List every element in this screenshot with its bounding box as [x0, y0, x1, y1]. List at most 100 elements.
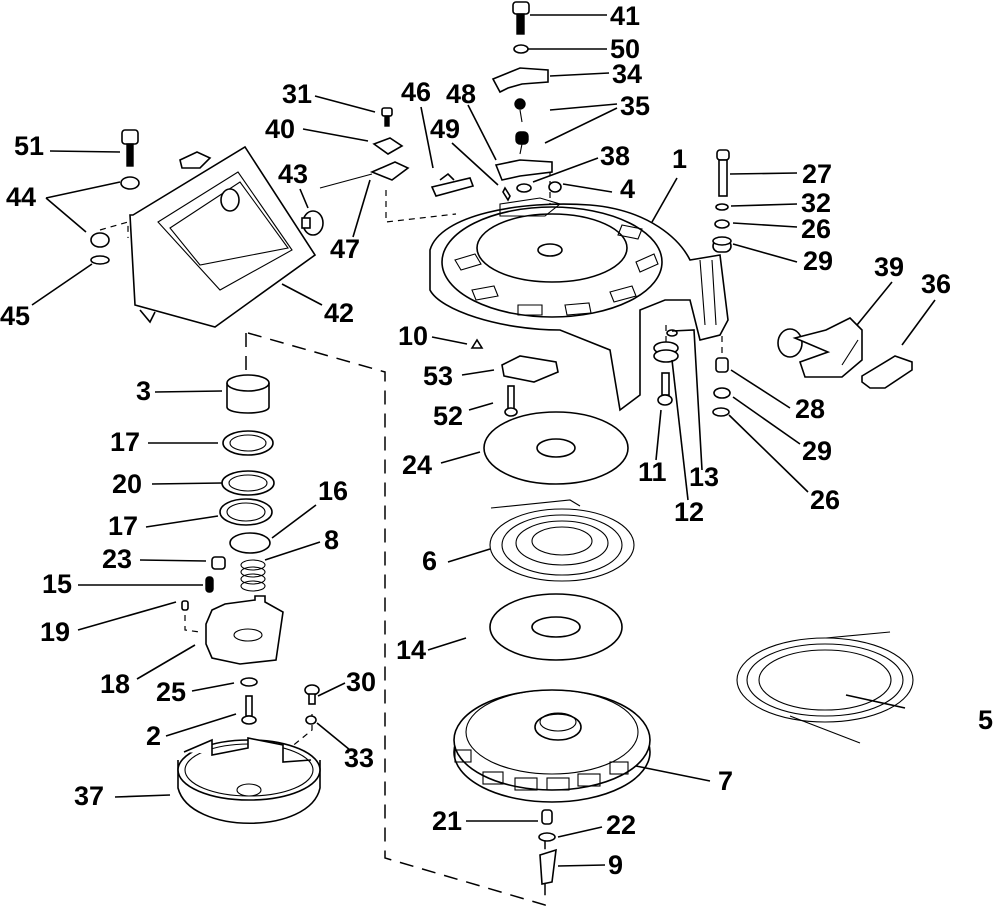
part-27-screw [716, 149, 730, 197]
callout-36: 36 [921, 269, 951, 299]
part-20-wave-washer [221, 470, 275, 496]
part-48-lever [494, 159, 553, 181]
part-12-roller [653, 341, 679, 363]
callout-1: 1 [672, 144, 687, 174]
part-44-grommets [90, 176, 140, 248]
callout-10: 10 [398, 321, 428, 351]
callout-29: 29 [803, 246, 833, 276]
callout-33: 33 [344, 743, 374, 773]
callout-29b: 29 [802, 436, 832, 466]
callout-22: 22 [606, 810, 636, 840]
callout-17b: 17 [108, 511, 138, 541]
callout-5: 5 [978, 705, 993, 735]
part-37-starter-cup [177, 737, 321, 824]
part-29b-grommet [713, 387, 731, 399]
callout-31: 31 [282, 79, 312, 109]
callout-17a: 17 [110, 427, 140, 457]
callout-45: 45 [0, 301, 30, 331]
callout-21: 21 [432, 806, 462, 836]
part-43-clip [301, 210, 324, 236]
callout-41: 41 [610, 1, 640, 31]
part-17b-washer [219, 498, 273, 526]
callout-48: 48 [446, 79, 476, 109]
part-35-springs [514, 98, 529, 155]
part-24-spring-plate [483, 411, 629, 485]
part-3-bushing [226, 374, 270, 414]
part-46-link [430, 172, 475, 197]
callout-24: 24 [402, 450, 432, 480]
part-41-screw [512, 1, 530, 35]
part-40-nut-clip [372, 137, 404, 155]
part-31-screw [381, 107, 393, 127]
callout-4: 4 [620, 174, 635, 204]
part-14-spring-plate [489, 593, 623, 661]
part-2-screw [241, 695, 257, 725]
callout-27: 27 [802, 159, 832, 189]
callout-39: 39 [874, 252, 904, 282]
part-50-washer [513, 44, 529, 54]
part-25-washer [240, 677, 258, 687]
callout-13: 13 [689, 462, 719, 492]
callout-32: 32 [801, 188, 831, 218]
part-51-screw [121, 129, 139, 167]
callout-23: 23 [102, 544, 132, 574]
part-1-housing [429, 197, 729, 412]
callout-25: 25 [156, 677, 186, 707]
part-53-rope-guide [501, 355, 559, 383]
callout-20: 20 [112, 469, 142, 499]
callout-42: 42 [324, 298, 354, 328]
callout-26b: 26 [810, 485, 840, 515]
part-49-pin [502, 186, 511, 202]
part-7-pulley [453, 689, 651, 803]
part-19-pin [181, 600, 189, 611]
part-9-lockout-cam [539, 848, 557, 885]
callout-2: 2 [146, 721, 161, 751]
callout-34: 34 [612, 59, 642, 89]
part-36-insert [861, 355, 913, 389]
callout-40: 40 [265, 114, 295, 144]
part-11-screw [657, 372, 673, 406]
part-6-rewind-spring [489, 499, 635, 582]
part-34-lever [491, 67, 549, 94]
callout-6: 6 [422, 546, 437, 576]
callout-46: 46 [401, 77, 431, 107]
part-22-washer [538, 832, 556, 842]
part-30-screw [304, 684, 320, 705]
callout-18: 18 [100, 669, 130, 699]
part-26-washer [714, 219, 730, 229]
callout-38: 38 [600, 141, 630, 171]
callout-43: 43 [278, 159, 308, 189]
part-10-nut [470, 338, 484, 349]
part-39-handle [777, 317, 863, 378]
part-21-bushing [541, 809, 553, 825]
callout-35: 35 [620, 91, 650, 121]
callout-49: 49 [430, 114, 460, 144]
part-33-nut [305, 715, 317, 725]
part-5-rope [736, 631, 914, 744]
part-17a-washer [222, 430, 274, 456]
part-45-washer [90, 255, 110, 265]
callout-8: 8 [324, 525, 339, 555]
part-29-grommet [712, 236, 732, 253]
callout-7: 7 [718, 766, 733, 796]
callout-19: 19 [40, 617, 70, 647]
part-38-washer [516, 183, 532, 193]
part-15-spring [205, 576, 214, 593]
part-8-spring [240, 559, 266, 592]
part-26b-washer [712, 407, 730, 417]
callout-51: 51 [14, 131, 44, 161]
part-28-spacer [715, 357, 729, 373]
callout-52: 52 [433, 401, 463, 431]
callout-12: 12 [674, 497, 704, 527]
callout-15: 15 [42, 569, 72, 599]
callout-16: 16 [318, 476, 348, 506]
callout-53: 53 [423, 361, 453, 391]
part-32-lockwasher [715, 203, 729, 211]
part-18-pawl-plate [205, 595, 284, 665]
callout-14: 14 [396, 635, 426, 665]
part-23-pawl [211, 556, 226, 570]
callout-50: 50 [610, 34, 640, 64]
callout-28: 28 [795, 394, 825, 424]
part-42-handle-bracket [129, 145, 317, 328]
